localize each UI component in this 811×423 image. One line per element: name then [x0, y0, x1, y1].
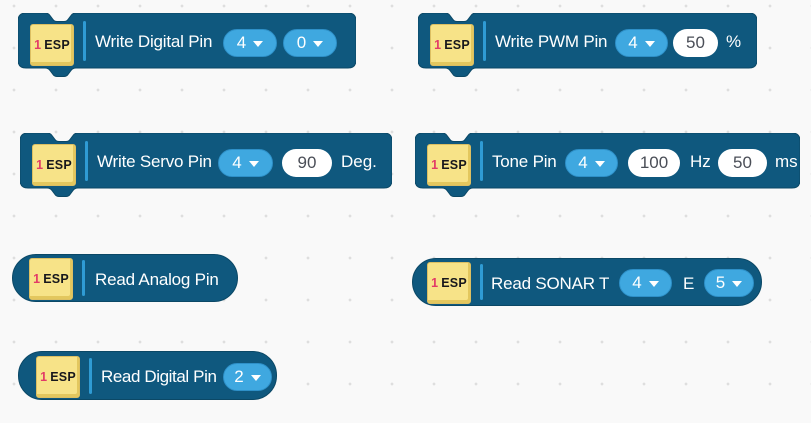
badge-chip-label: ESP: [50, 370, 76, 384]
badge-number: 1: [431, 276, 439, 290]
echo-pin-dropdown[interactable]: 5: [704, 269, 754, 297]
block-write-digital-pin[interactable]: 1 ESP Write Digital Pin 4 0: [18, 13, 356, 77]
badge-separator: [480, 264, 483, 300]
value-dropdown[interactable]: 0: [283, 29, 337, 57]
chevron-down-icon: [732, 281, 743, 287]
chevron-down-icon: [253, 41, 264, 47]
badge-separator: [89, 358, 92, 394]
esp-badge: 1 ESP: [430, 24, 474, 66]
pin-dropdown-value: 2: [234, 367, 244, 386]
badge-separator: [483, 21, 486, 61]
badge-chip-label: ESP: [43, 272, 69, 286]
badge-number: 1: [434, 38, 442, 52]
chevron-down-icon: [648, 281, 659, 287]
badge-separator: [83, 21, 86, 61]
trigger-pin-dropdown[interactable]: 4: [619, 269, 672, 297]
badge-number: 1: [431, 158, 439, 172]
block-label: Read SONAR: [491, 273, 595, 293]
badge-chip-label: ESP: [444, 38, 470, 52]
block-read-sonar[interactable]: 1 ESP Read SONAR T 4 E 5: [412, 258, 762, 306]
block-label: Read Digital Pin: [101, 366, 217, 386]
block-write-pwm-pin[interactable]: 1 ESP Write PWM Pin 4 50 %: [418, 13, 757, 77]
esp-badge: 1 ESP: [30, 24, 74, 66]
duration-input[interactable]: 50: [718, 149, 767, 177]
block-read-analog-pin[interactable]: 1 ESP Read Analog Pin: [12, 254, 238, 302]
trigger-label: T: [599, 273, 610, 293]
frequency-value: 100: [639, 153, 669, 172]
echo-label: E: [683, 273, 695, 293]
pin-dropdown[interactable]: 4: [565, 149, 618, 177]
unit-label-hz: Hz: [690, 152, 711, 171]
frequency-input[interactable]: 100: [628, 149, 680, 177]
duration-value: 50: [733, 153, 752, 172]
esp-badge: 1 ESP: [32, 144, 76, 186]
servo-angle-input[interactable]: 90: [282, 149, 332, 177]
esp-badge: 1 ESP: [36, 356, 80, 398]
echo-pin-value: 5: [715, 273, 726, 292]
chevron-down-icon: [644, 41, 655, 47]
badge-number: 1: [33, 272, 41, 286]
block-write-servo-pin[interactable]: 1 ESP Write Servo Pin 4 90 Deg.: [20, 133, 392, 197]
badge-chip-label: ESP: [441, 276, 467, 290]
block-label: Tone Pin: [492, 152, 557, 171]
unit-label: %: [726, 32, 742, 51]
badge-number: 1: [40, 370, 48, 384]
badge-number: 1: [34, 38, 42, 52]
pin-dropdown-value: 4: [236, 33, 247, 52]
block-shape: [418, 13, 757, 77]
badge-chip-label: ESP: [441, 158, 467, 172]
pin-dropdown-value: 4: [578, 153, 588, 172]
pin-dropdown-value: 4: [232, 153, 242, 172]
pin-dropdown[interactable]: 2: [223, 363, 272, 391]
chevron-down-icon: [250, 375, 261, 381]
block-shape: [18, 13, 356, 77]
unit-label-ms: ms: [775, 152, 798, 171]
chevron-down-icon: [248, 161, 259, 167]
esp-badge: 1 ESP: [29, 258, 73, 300]
servo-angle-value: 90: [297, 153, 317, 172]
badge-separator: [82, 260, 85, 296]
pwm-value-input[interactable]: 50: [673, 29, 718, 57]
pwm-value: 50: [686, 33, 705, 52]
badge-separator: [85, 141, 88, 181]
chevron-down-icon: [313, 41, 324, 47]
pin-dropdown-value: 4: [628, 33, 638, 52]
block-shape: [20, 133, 392, 197]
badge-chip-label: ESP: [46, 158, 72, 172]
esp-badge: 1 ESP: [427, 144, 471, 186]
chevron-down-icon: [594, 161, 605, 167]
block-label: Write Servo Pin: [97, 152, 212, 171]
badge-chip-label: ESP: [44, 38, 70, 52]
trigger-pin-value: 4: [632, 273, 642, 292]
pin-dropdown[interactable]: 4: [218, 149, 273, 177]
unit-label: Deg.: [341, 152, 377, 171]
esp-badge: 1 ESP: [427, 262, 471, 304]
block-tone-pin[interactable]: 1 ESP Tone Pin 4 100 Hz 50 ms: [415, 133, 800, 197]
badge-separator: [480, 141, 483, 181]
badge-number: 1: [36, 158, 44, 172]
block-label: Write Digital Pin: [95, 32, 213, 51]
block-label: Write PWM Pin: [495, 32, 608, 51]
pin-dropdown[interactable]: 4: [615, 29, 668, 57]
block-read-digital-pin[interactable]: 1 ESP Read Digital Pin 2: [18, 351, 277, 400]
pin-dropdown[interactable]: 4: [223, 29, 277, 57]
value-dropdown-value: 0: [296, 33, 307, 52]
block-label: Read Analog Pin: [95, 269, 219, 289]
